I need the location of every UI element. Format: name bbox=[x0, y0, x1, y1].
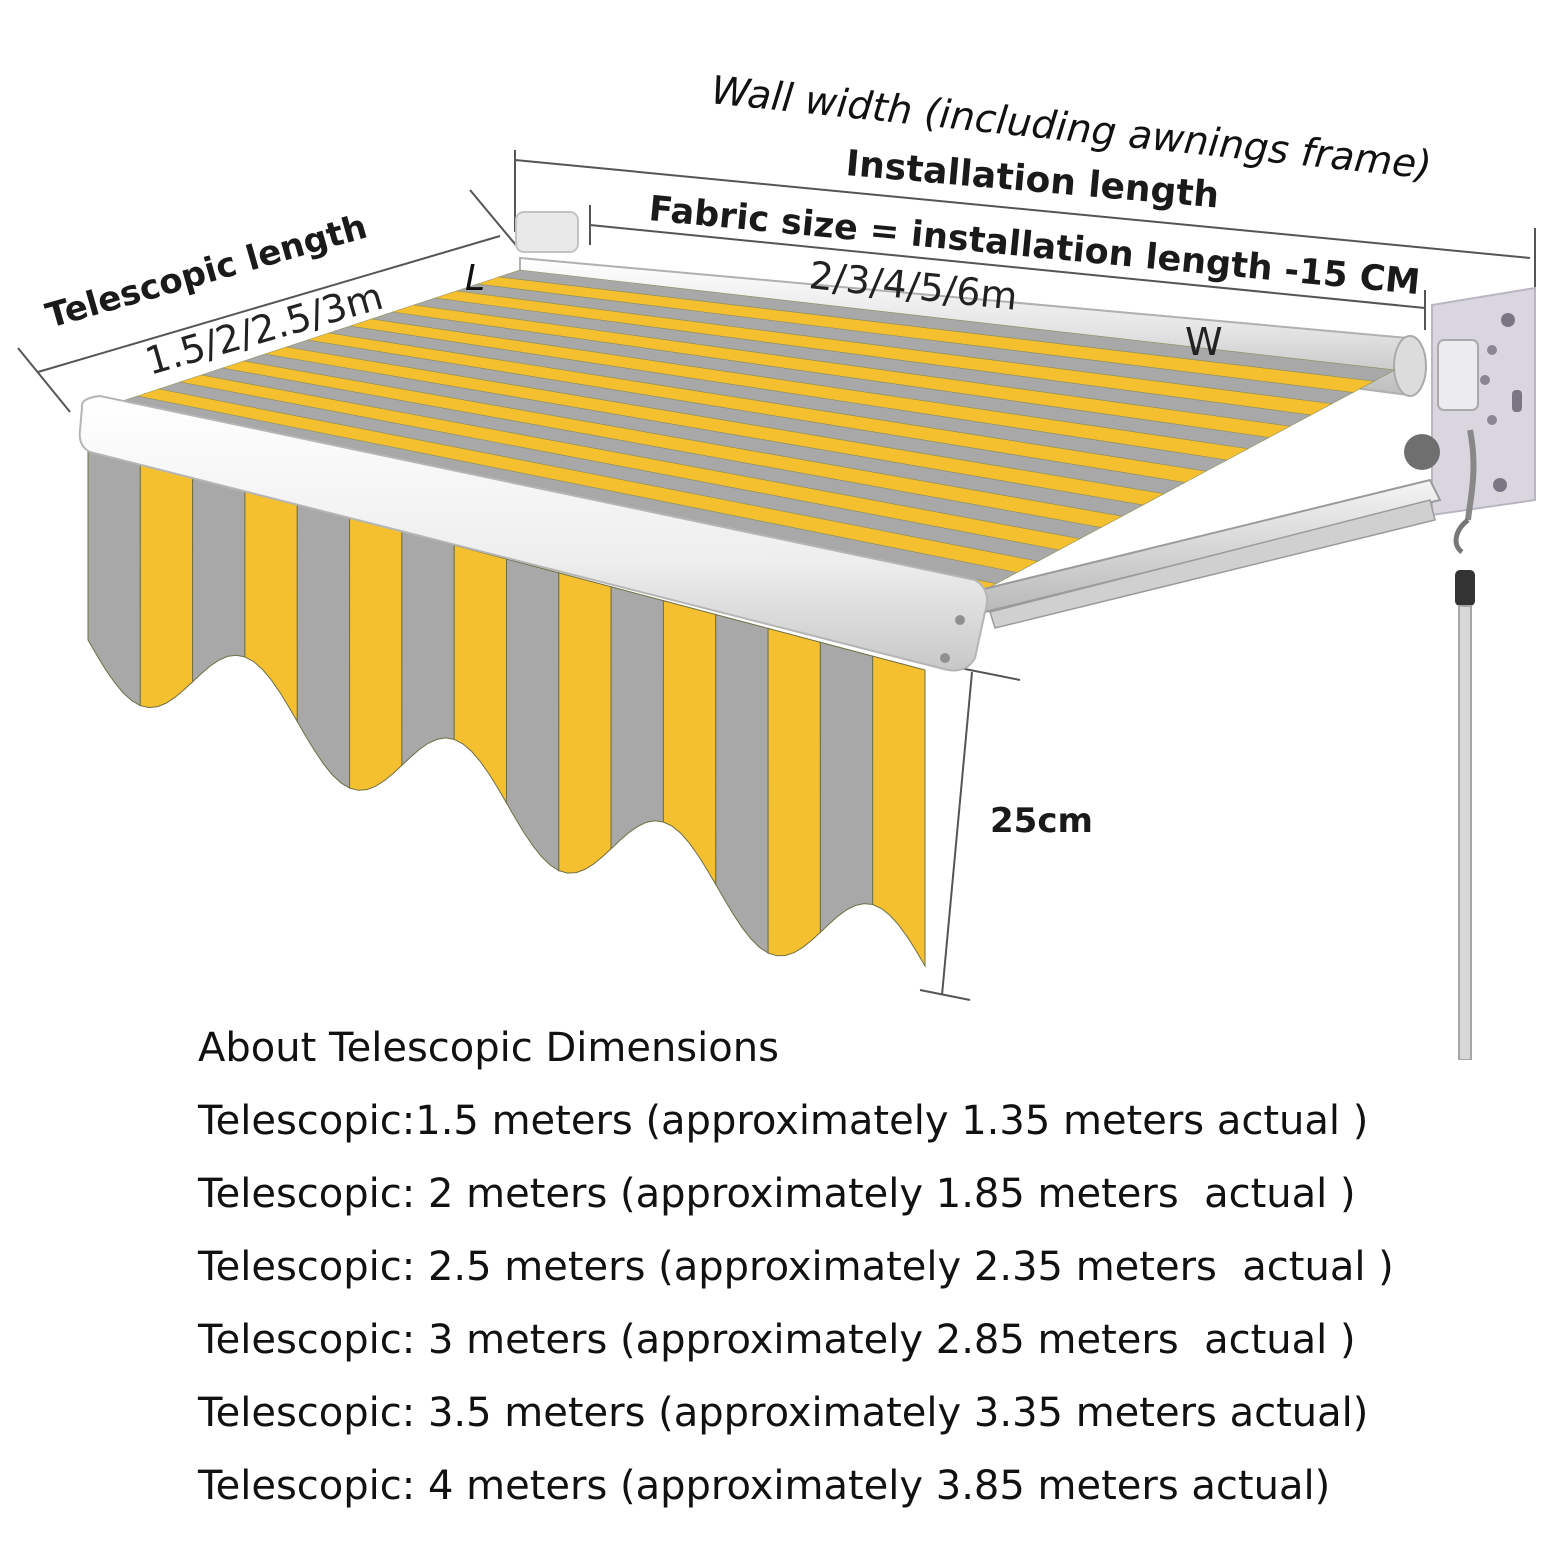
dimension-lines bbox=[17, 150, 1536, 1001]
notes-row: Telescopic: 2.5 meters (approximately 2.… bbox=[198, 1244, 1394, 1290]
folding-arm bbox=[978, 434, 1442, 629]
valance-height-tick-bottom bbox=[919, 989, 971, 1001]
front-bar bbox=[78, 394, 988, 672]
crank-handle bbox=[1453, 429, 1477, 1060]
valance-height-tick-top bbox=[959, 667, 1021, 681]
fabric-valance bbox=[87, 447, 926, 968]
w-marker-label: W bbox=[1185, 320, 1223, 364]
fabric-size-line bbox=[589, 224, 1426, 309]
valance-stripe bbox=[819, 641, 874, 934]
notes-row: Telescopic: 2 meters (approximately 1.85… bbox=[198, 1171, 1356, 1217]
valance-stripe bbox=[401, 530, 455, 767]
valance-stripe bbox=[192, 475, 246, 683]
valance-height-line bbox=[941, 671, 973, 996]
valance-stripe bbox=[139, 461, 194, 709]
valance-stripe bbox=[506, 558, 560, 872]
valance-stripe bbox=[662, 599, 717, 887]
valance-height-label: 25cm bbox=[990, 801, 1093, 841]
valance-stripe bbox=[767, 627, 821, 957]
wall-width-line bbox=[514, 159, 1531, 259]
l-marker-label: L bbox=[465, 258, 485, 299]
notes-row: Telescopic:1.5 meters (approximately 1.3… bbox=[198, 1098, 1369, 1144]
notes-row: Telescopic: 3 meters (approximately 2.85… bbox=[198, 1317, 1356, 1363]
valance-stripe bbox=[453, 544, 507, 805]
valance-stripe bbox=[349, 516, 403, 791]
telescopic-line bbox=[37, 235, 501, 373]
wall-bracket bbox=[1431, 286, 1536, 517]
valance-stripe bbox=[296, 502, 351, 789]
telescopic-tick-right bbox=[469, 189, 521, 251]
valance-stripe bbox=[558, 572, 612, 874]
valance-stripe bbox=[715, 613, 769, 954]
telescopic-tick-left bbox=[17, 347, 71, 413]
valance-stripe bbox=[87, 447, 141, 707]
valance-stripe bbox=[872, 655, 926, 968]
valance-stripe bbox=[244, 488, 298, 724]
valance-stripe bbox=[610, 586, 664, 850]
notes-row: Telescopic: 4 meters (approximately 3.85… bbox=[198, 1463, 1331, 1509]
awning-diagram: Wall width (including awnings frame) Ins… bbox=[17, 68, 1536, 1060]
telescopic-dimensions-notes: About Telescopic Dimensions Telescopic:1… bbox=[198, 1012, 1498, 1523]
notes-title: About Telescopic Dimensions bbox=[198, 1025, 779, 1071]
notes-row: Telescopic: 3.5 meters (approximately 3.… bbox=[198, 1390, 1369, 1436]
